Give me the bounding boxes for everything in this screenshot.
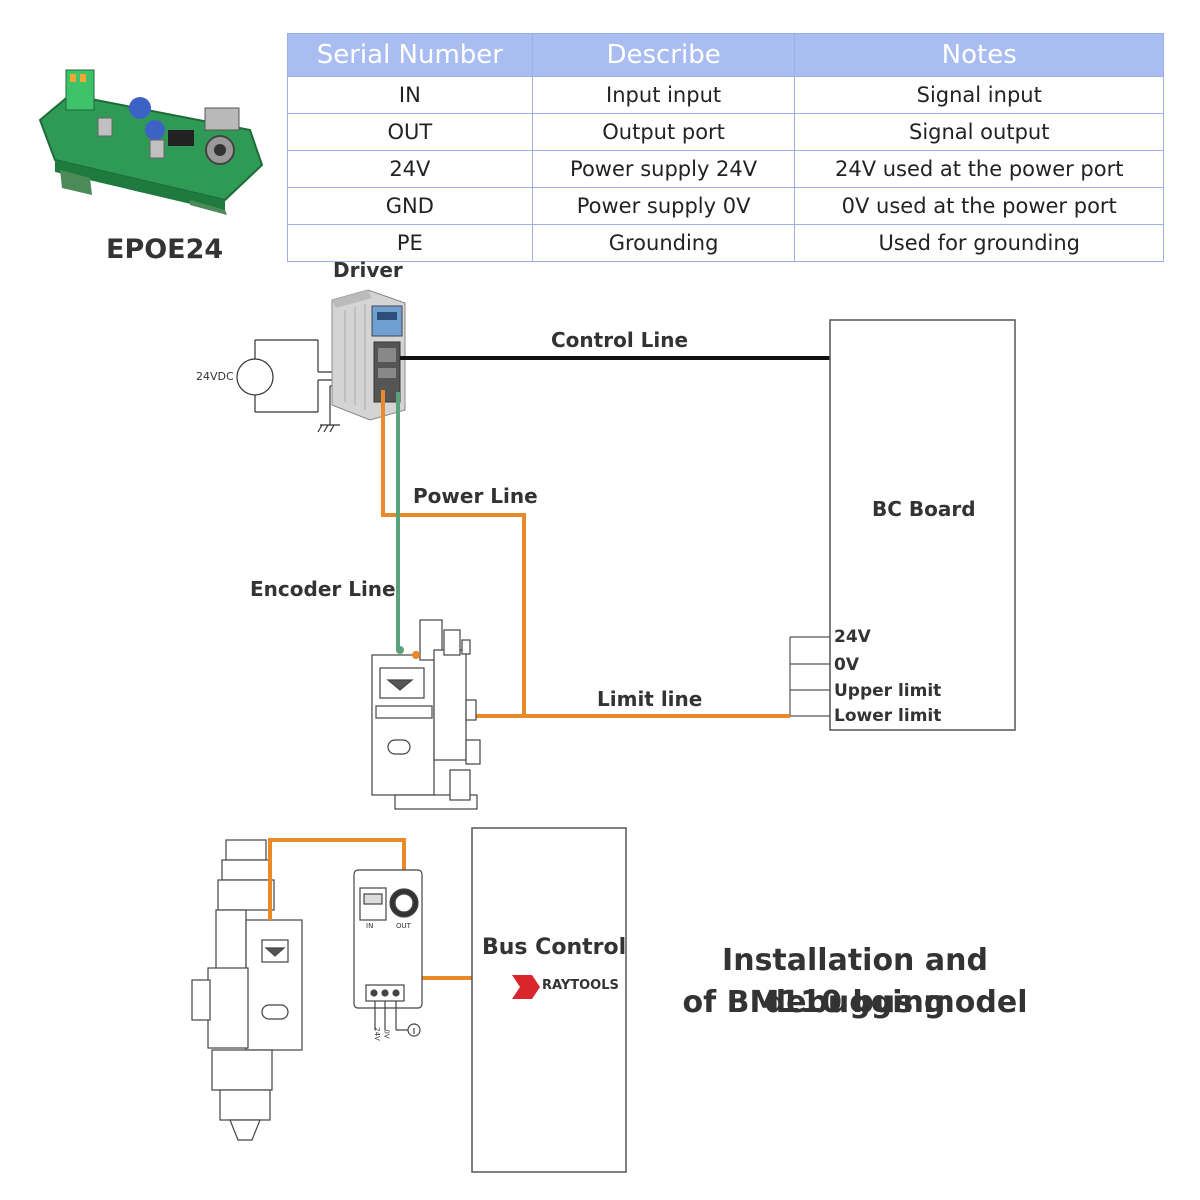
table-cell: Grounding: [531, 224, 796, 262]
product-name: EPOE24: [106, 234, 224, 265]
header-notes: Notes: [794, 33, 1164, 77]
table-cell: Power supply 0V: [531, 187, 796, 225]
bus-control-label: Bus Control: [482, 935, 627, 960]
table-cell: Power supply 24V: [531, 150, 796, 188]
limit-line-label: Limit line: [597, 687, 703, 711]
pin-spec-table: Serial Number Describe Notes IN Input in…: [287, 33, 1164, 262]
encoder-line-label: Encoder Line: [250, 577, 396, 601]
table-row: IN Input input Signal input: [287, 76, 1164, 114]
table-cell: Used for grounding: [794, 224, 1164, 262]
table-cell: Signal output: [794, 113, 1164, 151]
caption-line-2: of BM110 bus model: [682, 985, 1028, 1020]
module-24v-label: 24V: [372, 1027, 381, 1041]
header-describe: Describe: [531, 33, 796, 77]
terminal-lower-limit-label: Lower limit: [834, 706, 942, 726]
module-out-port-label: OUT: [396, 922, 411, 930]
terminal-24v-label: 24V: [834, 627, 871, 647]
table-row: PE Grounding Used for grounding: [287, 224, 1164, 262]
caption-line-1: Installation and debugging: [722, 943, 988, 1020]
module-in-port-label: IN: [366, 922, 374, 930]
module-0v-label: 0V: [382, 1029, 391, 1039]
supply-label: 24VDC: [196, 370, 234, 383]
table-cell: 24V used at the power port: [794, 150, 1164, 188]
table-row: 24V Power supply 24V 24V used at the pow…: [287, 150, 1164, 188]
bc-board-label: BC Board: [872, 497, 976, 521]
table-cell: GND: [287, 187, 533, 225]
control-line-label: Control Line: [551, 328, 689, 352]
table-cell: OUT: [287, 113, 533, 151]
pcb-board: [38, 69, 264, 215]
driver-label: Driver: [333, 258, 403, 282]
table-cell: Input input: [531, 76, 796, 114]
table-cell: 0V used at the power port: [794, 187, 1164, 225]
header-serial-number: Serial Number: [287, 33, 533, 77]
table-row: GND Power supply 0V 0V used at the power…: [287, 187, 1164, 225]
table-cell: IN: [287, 76, 533, 114]
table-row: OUT Output port Signal output: [287, 113, 1164, 151]
table-cell: Signal input: [794, 76, 1164, 114]
raytools-brand-label: RAYTOOLS: [542, 978, 619, 993]
table-cell: Output port: [531, 113, 796, 151]
terminal-0v-label: 0V: [834, 655, 859, 675]
table-cell: 24V: [287, 150, 533, 188]
table-header-row: Serial Number Describe Notes: [287, 33, 1164, 77]
power-line-label: Power Line: [413, 484, 538, 508]
table-cell: PE: [287, 224, 533, 262]
terminal-upper-limit-label: Upper limit: [834, 681, 942, 701]
